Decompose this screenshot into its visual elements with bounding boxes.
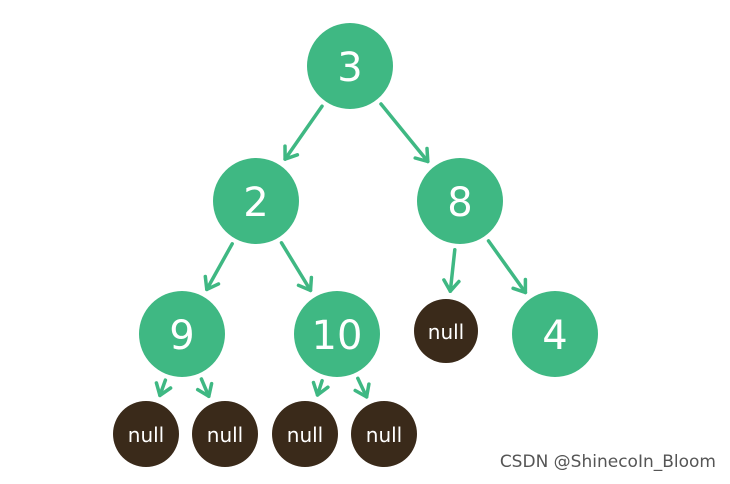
tree-node-n2: 2: [213, 158, 299, 244]
edge-arrow-n9-to-n9_left_null: [154, 378, 173, 398]
edge-arrow-n3-to-n8: [379, 102, 430, 164]
edge-line: [448, 247, 457, 293]
tree-node-n3: 3: [307, 23, 393, 109]
node-label: null: [366, 423, 402, 447]
node-label: null: [128, 423, 164, 447]
arrowhead-icon: [195, 381, 214, 399]
tree-node-n9: 9: [139, 291, 225, 377]
edge-arrow-n8-to-n4: [486, 239, 528, 295]
node-label: 10: [312, 313, 363, 359]
value-node-circle: [512, 291, 598, 377]
value-node-circle: [213, 158, 299, 244]
node-label: null: [428, 320, 464, 344]
null-node-circle: [272, 401, 338, 467]
node-label: 9: [169, 313, 194, 359]
node-label: 3: [337, 45, 362, 91]
edge-arrow-n10-to-n10_right_null: [353, 376, 371, 399]
null-node-n9_left_null: null: [113, 401, 179, 467]
null-node-n9_right_null: null: [192, 401, 258, 467]
null-node-n8_left_null: null: [414, 299, 478, 363]
null-node-circle: [414, 299, 478, 363]
tree-node-n4: 4: [512, 291, 598, 377]
edges-layer: [154, 102, 528, 399]
node-label: 2: [243, 180, 268, 226]
node-label: 8: [447, 180, 472, 226]
arrowhead-icon: [413, 146, 430, 164]
edge-arrow-n9-to-n9_right_null: [195, 377, 214, 399]
edge-line: [205, 242, 234, 292]
node-label: 4: [542, 313, 567, 359]
arrowhead-icon: [296, 275, 314, 293]
arrowhead-icon: [311, 380, 330, 397]
edge-arrow-n2-to-n9: [203, 242, 234, 292]
value-node-circle: [307, 23, 393, 109]
edge-line: [199, 377, 211, 399]
value-node-circle: [417, 158, 503, 244]
edge-line: [356, 376, 369, 399]
null-node-n10_right_null: null: [351, 401, 417, 467]
tree-node-n8: 8: [417, 158, 503, 244]
edge-line: [283, 104, 324, 161]
arrowhead-icon: [442, 278, 461, 293]
null-node-circle: [351, 401, 417, 467]
edge-line: [486, 239, 528, 295]
null-node-circle: [192, 401, 258, 467]
edge-line: [279, 241, 313, 293]
edge-arrow-n2-to-n10: [279, 241, 314, 293]
node-label: null: [207, 423, 243, 447]
edge-arrow-n8-to-n8_left_null: [442, 247, 461, 293]
null-node-circle: [113, 401, 179, 467]
nodes-layer: 3 2 8 9 10 null 4 null null null null: [113, 23, 598, 467]
tree-node-n10: 10: [294, 291, 380, 377]
value-node-circle: [139, 291, 225, 377]
arrowhead-icon: [283, 144, 300, 161]
edge-line: [379, 102, 430, 164]
edge-arrow-n3-to-n2: [283, 104, 324, 161]
arrowhead-icon: [511, 277, 528, 295]
arrowhead-icon: [353, 382, 371, 399]
value-node-circle: [294, 291, 380, 377]
arrowhead-icon: [154, 381, 173, 398]
node-label: null: [287, 423, 323, 447]
arrowhead-icon: [203, 274, 221, 292]
watermark: CSDN @ShinecoIn_Bloom: [499, 452, 716, 472]
edge-arrow-n10-to-n10_left_null: [311, 378, 330, 397]
null-node-n10_left_null: null: [272, 401, 338, 467]
